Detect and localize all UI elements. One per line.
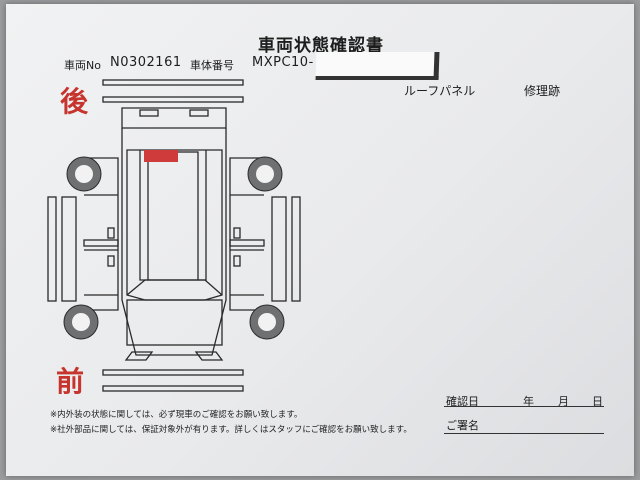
right-side-panels <box>230 194 264 296</box>
wheel-hub-rear-left <box>75 165 93 183</box>
remark-part: ルーフパネル <box>404 84 476 98</box>
left-side-panels <box>84 194 118 296</box>
roof-rail-right <box>198 150 207 281</box>
date-label: 確認日 <box>446 395 479 408</box>
left-door-handle-lower <box>107 255 115 267</box>
date-line <box>444 406 604 407</box>
front-label: 前 <box>56 365 85 398</box>
wheel-hub-front-left <box>72 313 90 331</box>
note-2: ※社外部品に関しては、保証対象外が有ります。詳しくはスタッフにご確認をお願い致し… <box>50 425 412 435</box>
note-1: ※内外装の状態に関しては、必ず現車のご確認をお願い致します。 <box>50 410 303 420</box>
left-side-step-outer <box>47 196 57 302</box>
left-door-handle-bar <box>83 239 119 247</box>
rear-lamp-left <box>139 109 159 117</box>
windshield <box>126 279 223 296</box>
headlight-left <box>124 351 154 361</box>
headlight-right <box>194 351 224 361</box>
chassis-no-label: 車体番号 <box>190 59 234 72</box>
right-side-step-inner <box>271 196 287 302</box>
right-door-handle-upper <box>233 227 241 239</box>
roof-rail-left <box>139 150 148 281</box>
rear-bumper-strip-upper <box>102 79 244 86</box>
rear-label: 後 <box>60 85 89 118</box>
left-side-body <box>84 157 119 311</box>
date-day: 日 <box>592 395 603 408</box>
date-month: 月 <box>558 395 569 408</box>
date-year: 年 <box>523 395 534 408</box>
signature-label: ご署名 <box>446 419 479 432</box>
chassis-no-value: MXPC10- <box>252 55 314 70</box>
right-door-handle-bar <box>229 239 265 247</box>
front-bumper-strip-lower <box>102 385 244 392</box>
right-door-handle-lower <box>233 255 241 267</box>
rear-gate <box>121 107 227 129</box>
front-bumper-strip-upper <box>102 369 244 376</box>
left-door-handle-upper <box>107 227 115 239</box>
vehicle-no-value: N0302161 <box>110 55 182 70</box>
rear-bumper-strip-lower <box>102 96 244 103</box>
wheel-hub-front-right <box>258 313 276 331</box>
document-title: 車両状態確認書 <box>258 36 384 56</box>
cabin-outline <box>126 149 223 301</box>
rear-lamp-right <box>189 109 209 117</box>
body-outline <box>121 128 227 356</box>
right-side-body <box>229 157 264 311</box>
left-side-step-inner <box>61 196 77 302</box>
roof-panel <box>147 151 199 281</box>
roof-repair-marker <box>144 150 178 162</box>
vehicle-no-label: 車両No <box>64 59 101 72</box>
remark-status: 修理跡 <box>524 84 561 98</box>
wheel-hub-rear-right <box>256 165 274 183</box>
hood <box>126 299 223 346</box>
right-side-step-outer <box>291 196 301 302</box>
signature-line <box>444 433 604 434</box>
